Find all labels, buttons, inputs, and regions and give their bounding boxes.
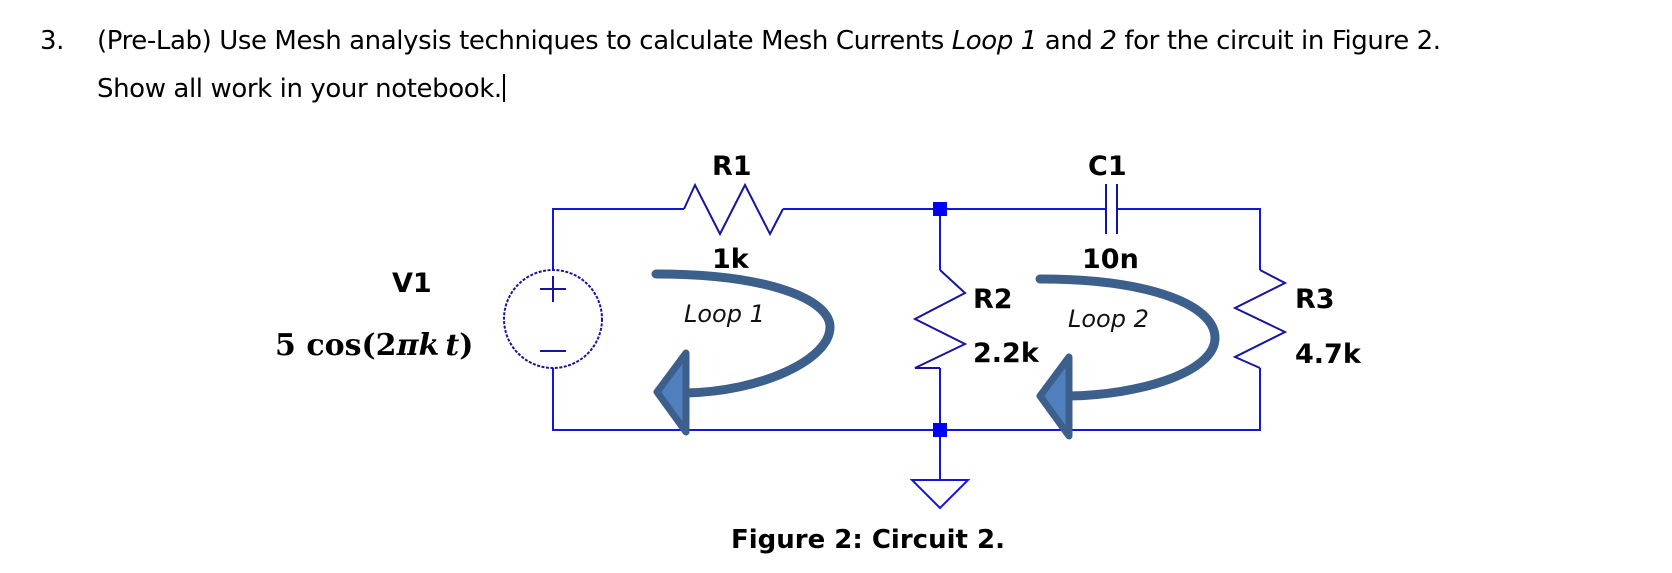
loop1-label: Loop 1 <box>684 300 765 328</box>
v1-value-part: ) <box>459 328 473 363</box>
c1-label: C1 <box>1088 151 1127 182</box>
v1-value-part: t <box>445 328 459 363</box>
loop2-arrow-icon <box>1035 274 1220 440</box>
question-text-line1: (Pre-Lab) Use Mesh analysis techniques t… <box>97 26 1441 56</box>
text-cursor <box>502 74 505 102</box>
wire-bottom-right <box>940 368 1261 431</box>
wires <box>552 208 1261 480</box>
r1-value: 1k <box>712 244 750 275</box>
v1-label: V1 <box>392 268 432 299</box>
question-text-line2[interactable]: Show all work in your notebook. <box>97 74 505 104</box>
loop2-arc <box>1035 274 1220 401</box>
v1-value-part: π <box>396 328 420 363</box>
wire-c1-to-r3 <box>1117 208 1261 270</box>
resistor-r3-icon <box>1232 269 1288 369</box>
junction-node-bottom <box>933 423 947 437</box>
wire-left-top <box>552 208 684 270</box>
resistor-r1-icon <box>683 182 784 237</box>
loop2-label: Loop 2 <box>1068 305 1149 333</box>
loop1-arc <box>651 269 835 398</box>
junction-node-top <box>933 202 947 216</box>
r3-label: R3 <box>1295 284 1335 315</box>
ground-icon <box>909 479 971 510</box>
loop1-arrow-icon <box>651 269 835 436</box>
r1-label: R1 <box>712 151 752 182</box>
question-text-part: (Pre-Lab) Use Mesh analysis techniques t… <box>97 26 952 56</box>
source-circle-icon <box>503 269 603 369</box>
r2-label: R2 <box>973 284 1013 315</box>
v1-value-part: 5 cos(2 <box>275 328 397 363</box>
question-text-part: for the circuit in Figure 2. <box>1116 26 1441 56</box>
loop2-arrowhead <box>1036 353 1073 440</box>
question-text-part: and <box>1036 26 1101 56</box>
voltage-source-v1 <box>503 269 603 369</box>
c1-value: 10n <box>1082 244 1139 275</box>
resistor-r2-icon <box>912 269 968 369</box>
r3-value: 4.7k <box>1295 339 1362 370</box>
question-text-part: Show all work in your notebook. <box>97 74 502 104</box>
question-number: 3. <box>40 26 65 56</box>
capacitor-c1-icon <box>1105 184 1118 234</box>
v1-value-part: k <box>419 328 440 363</box>
loop2-reference: 2 <box>1100 26 1117 56</box>
loop1-reference: Loop 1 <box>951 26 1038 56</box>
wire-left-bottom <box>552 368 940 431</box>
r2-value: 2.2k <box>973 338 1040 369</box>
loop1-arrowhead <box>653 349 690 436</box>
figure-caption: Figure 2: Circuit 2. <box>731 525 1005 555</box>
